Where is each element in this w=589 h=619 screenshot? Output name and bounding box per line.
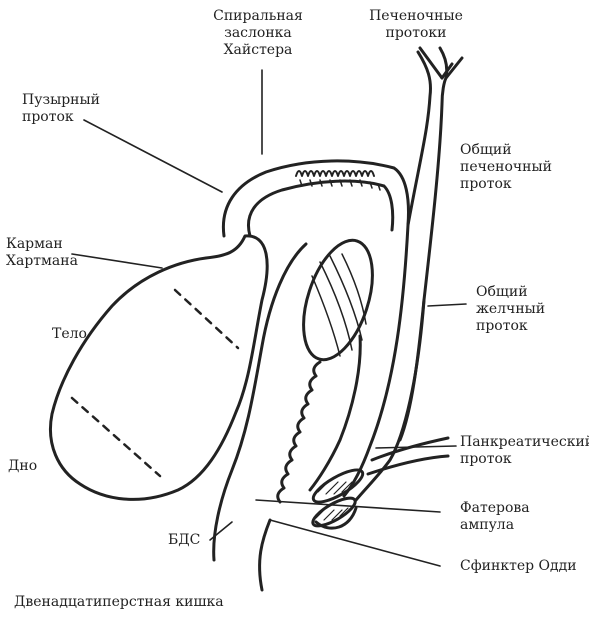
label-common-bile-duct: Общий желчный проток bbox=[476, 284, 576, 335]
pancreatic-duct-lower bbox=[368, 456, 448, 474]
label-hepatic-ducts: Печеночные протоки bbox=[356, 8, 476, 42]
leader-common-bile bbox=[428, 304, 466, 306]
label-duodenum: Двенадцатиперстная кишка bbox=[14, 594, 274, 611]
label-sphincter-oddi: Сфинктер Одди bbox=[460, 558, 588, 575]
label-body: Тело bbox=[52, 326, 112, 343]
label-ampulla-vater: Фатерова ампула bbox=[460, 500, 588, 534]
body-fundus-divider bbox=[72, 398, 160, 476]
spiral-valve-folds bbox=[296, 171, 374, 176]
label-pancreatic-duct: Панкреатический проток bbox=[460, 434, 588, 468]
label-cystic-duct: Пузырный проток bbox=[22, 92, 122, 126]
cystic-duct-inner bbox=[248, 181, 392, 236]
common-bile-duct-right bbox=[356, 300, 424, 500]
duodenum-wall-wavy bbox=[278, 362, 320, 502]
left-hepatic-duct bbox=[408, 52, 431, 225]
label-fundus: Дно bbox=[8, 458, 68, 475]
label-major-papilla: БДС bbox=[168, 532, 218, 549]
duodenum-outer-left bbox=[214, 244, 306, 560]
leader-cystic-duct bbox=[84, 120, 222, 192]
duodenum-lower-wall bbox=[260, 520, 270, 590]
label-hartmann-pouch: Карман Хартмана bbox=[6, 236, 96, 270]
leader-pancreatic bbox=[376, 446, 456, 448]
common-bile-duct-left bbox=[344, 225, 408, 496]
leader-sphincter bbox=[270, 520, 440, 566]
neck-body-divider bbox=[175, 290, 238, 348]
label-spiral-valve: Спиральная заслонка Хайстера bbox=[196, 8, 320, 59]
label-common-hepatic-duct: Общий печеночный проток bbox=[460, 142, 570, 193]
